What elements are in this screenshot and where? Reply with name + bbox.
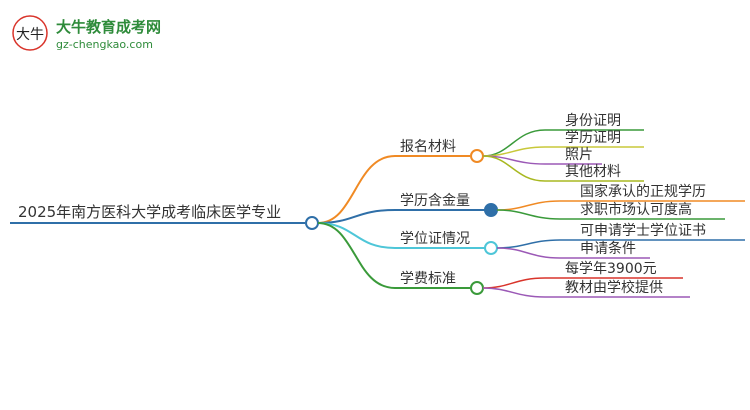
leaf-connector [482, 287, 690, 298]
leaf-connector [496, 209, 725, 220]
leaf-label: 国家承认的正规学历 [580, 183, 706, 200]
leaf-label: 申请条件 [580, 240, 636, 257]
branch-node-dot [470, 281, 484, 295]
leaf-connector [482, 146, 644, 157]
root-label: 2025年南方医科大学成考临床医学专业 [18, 203, 281, 221]
leaf-connector [496, 247, 650, 259]
branch-connector [317, 209, 485, 224]
leaf-label: 每学年3900元 [565, 261, 657, 277]
leaf-label: 教材由学校提供 [565, 279, 663, 296]
branch-node-dot [484, 241, 498, 255]
logo: 大牛 大牛教育成考网 gz-chengkao.com [12, 15, 161, 51]
leaf-label: 照片 [565, 147, 593, 163]
logo-title: 大牛教育成考网 [56, 18, 161, 36]
branch-tuition-standard: 学费标准 每学年3900元 教材由学校提供 [317, 222, 690, 298]
branch-label: 报名材料 [400, 139, 456, 155]
branch-node-dot [470, 149, 484, 163]
branch-label: 学费标准 [400, 271, 456, 287]
logo-url: gz-chengkao.com [56, 38, 153, 51]
leaf-label: 求职市场认可度高 [580, 201, 692, 218]
branch-node-dot [484, 203, 498, 217]
branch-degree-value: 学历含金量 国家承认的正规学历 求职市场认可度高 [317, 183, 745, 224]
logo-emblem-icon [12, 15, 48, 51]
branch-connector [317, 155, 470, 224]
leaf-label: 可申请学士学位证书 [580, 223, 706, 239]
branch-label: 学历含金量 [400, 193, 470, 209]
leaf-connector [482, 155, 644, 182]
branch-connector [317, 222, 470, 289]
logo-mark: 大牛 [16, 27, 44, 43]
leaf-label: 其他材料 [565, 164, 621, 180]
root-node: 2025年南方医科大学成考临床医学专业 [10, 203, 319, 230]
leaf-label: 学历证明 [565, 130, 621, 146]
leaf-label: 身份证明 [565, 113, 621, 129]
branch-degree-certificate: 学位证情况 可申请学士学位证书 申请条件 [317, 222, 745, 259]
branch-label: 学位证情况 [400, 231, 470, 247]
root-node-dot [305, 216, 319, 230]
branch-connector [317, 222, 485, 249]
branch-application-materials: 报名材料 身份证明 学历证明 照片 其他材料 [317, 113, 644, 224]
